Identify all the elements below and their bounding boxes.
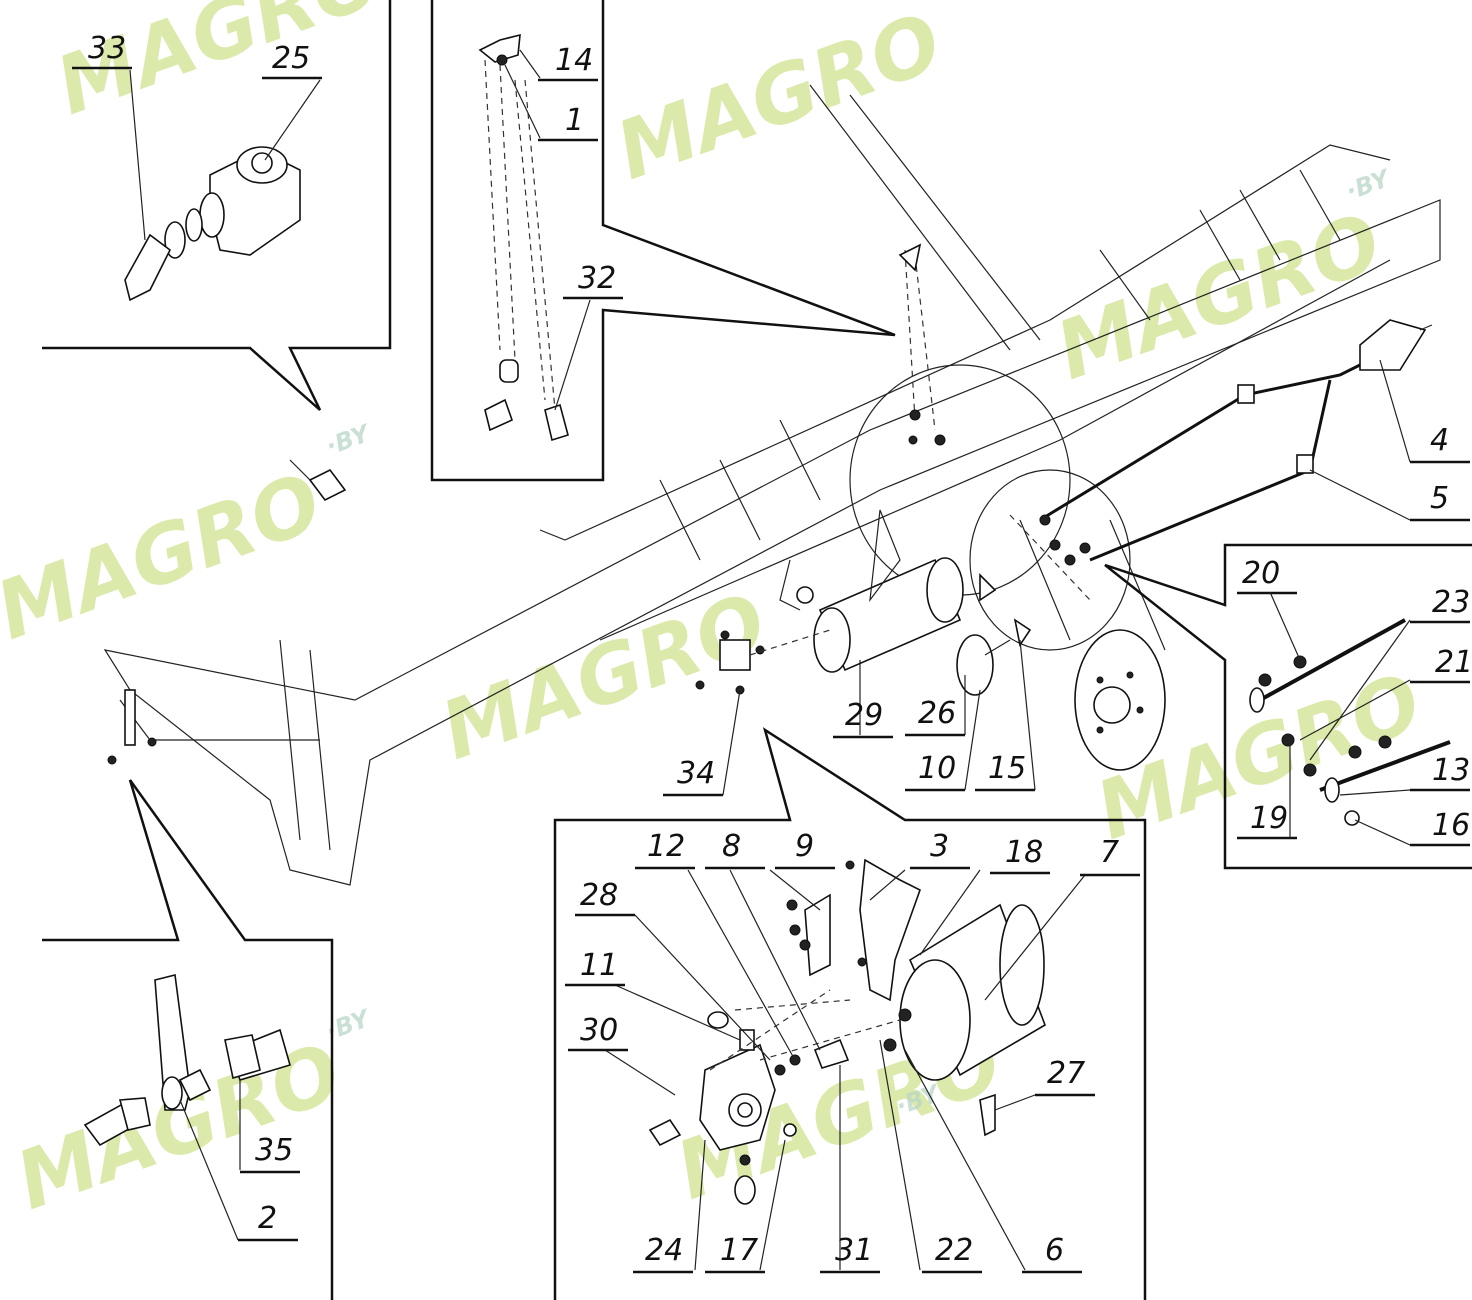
- watermark-suffix-2: ·BY: [322, 419, 375, 461]
- callout-16: 16: [1432, 808, 1470, 843]
- callout-3: 3: [930, 829, 949, 864]
- callout-22: 22: [935, 1233, 973, 1268]
- air-tank: [813, 607, 851, 673]
- callout-18: 18: [1005, 835, 1043, 870]
- callout-14: 14: [555, 43, 593, 78]
- callout-32: 32: [578, 261, 616, 296]
- chassis-frame: [103, 84, 1441, 886]
- watermark-4: MAGRO: [0, 455, 333, 658]
- callout-19: 19: [1250, 801, 1288, 836]
- callout-11: 11: [580, 948, 618, 983]
- inset-top-left: [42, 0, 392, 411]
- callout-26: 26: [918, 696, 956, 731]
- bracket-far: [107, 689, 157, 765]
- watermark-suffix-4: ·BY: [322, 1004, 375, 1046]
- callout-31: 31: [835, 1233, 873, 1268]
- callout-1: 1: [565, 103, 584, 138]
- callout-8: 8: [722, 829, 741, 864]
- callout-17: 17: [720, 1233, 758, 1268]
- watermark-3: MAGRO: [1045, 195, 1393, 398]
- bracket-detail: [478, 33, 521, 63]
- callout-27: 27: [1047, 1056, 1085, 1091]
- callout-13: 13: [1432, 753, 1470, 788]
- callout-4: 4: [1430, 423, 1449, 458]
- callout-5: 5: [1430, 481, 1449, 516]
- callout-6: 6: [1045, 1233, 1064, 1268]
- inset-right: [1104, 543, 1472, 870]
- brake-chamber: [956, 634, 994, 696]
- inset-bottom-center: [553, 727, 1147, 1300]
- watermark-5: MAGRO: [430, 575, 778, 778]
- callout-9: 9: [795, 829, 814, 864]
- callout-30: 30: [580, 1013, 618, 1048]
- inset-bottom-left: [42, 779, 334, 1300]
- callout-15: 15: [988, 751, 1026, 786]
- callout-12: 12: [647, 829, 685, 864]
- callout-7: 7: [1100, 835, 1119, 870]
- callout-33: 33: [88, 31, 126, 66]
- callout-24: 24: [645, 1233, 683, 1268]
- watermark-2: MAGRO: [605, 0, 953, 198]
- watermark-1: MAGRO: [45, 0, 393, 133]
- coupling-head: [1359, 319, 1427, 371]
- callout-34: 34: [677, 756, 715, 791]
- callout-29: 29: [845, 698, 883, 733]
- hanger-assembly: [898, 243, 946, 446]
- brake-valve-small: [695, 629, 831, 695]
- callout-20: 20: [1242, 556, 1280, 591]
- callout-2: 2: [258, 1201, 277, 1236]
- watermark-suffix-1: ·BY: [1342, 164, 1395, 206]
- callout-25: 25: [272, 41, 310, 76]
- callout-21: 21: [1435, 645, 1472, 680]
- callout-labels: 33 25 14 1 32 4 5 20 23 21 13 16 19 29 2…: [88, 31, 1472, 1268]
- air-tank-assembly: [695, 509, 1032, 696]
- main-leaders: [663, 359, 1470, 797]
- callout-35: 35: [255, 1133, 293, 1168]
- small-valve-far: [289, 459, 347, 502]
- callout-28: 28: [580, 878, 618, 913]
- inset-top-center: [430, 0, 896, 482]
- callout-23: 23: [1432, 585, 1470, 620]
- brake-lines: [1009, 319, 1433, 601]
- callout-10: 10: [918, 751, 956, 786]
